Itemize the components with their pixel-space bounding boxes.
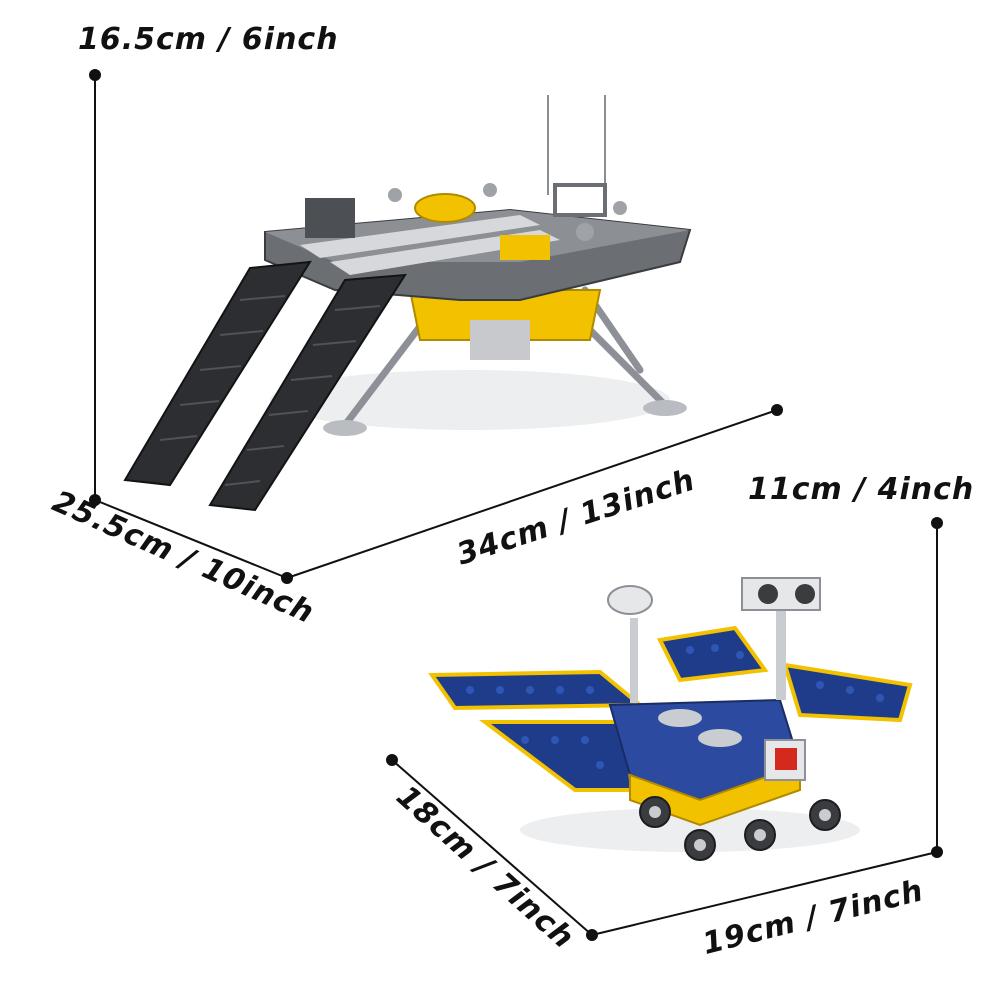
rover-height-label: 11cm / 4inch xyxy=(748,472,975,507)
rover-dimension-lines xyxy=(386,517,943,941)
lander-dimension-lines xyxy=(89,69,783,584)
lander-height-label: 16.5cm / 6inch xyxy=(78,22,339,57)
lander-model xyxy=(123,95,692,512)
rover-model xyxy=(428,577,913,861)
